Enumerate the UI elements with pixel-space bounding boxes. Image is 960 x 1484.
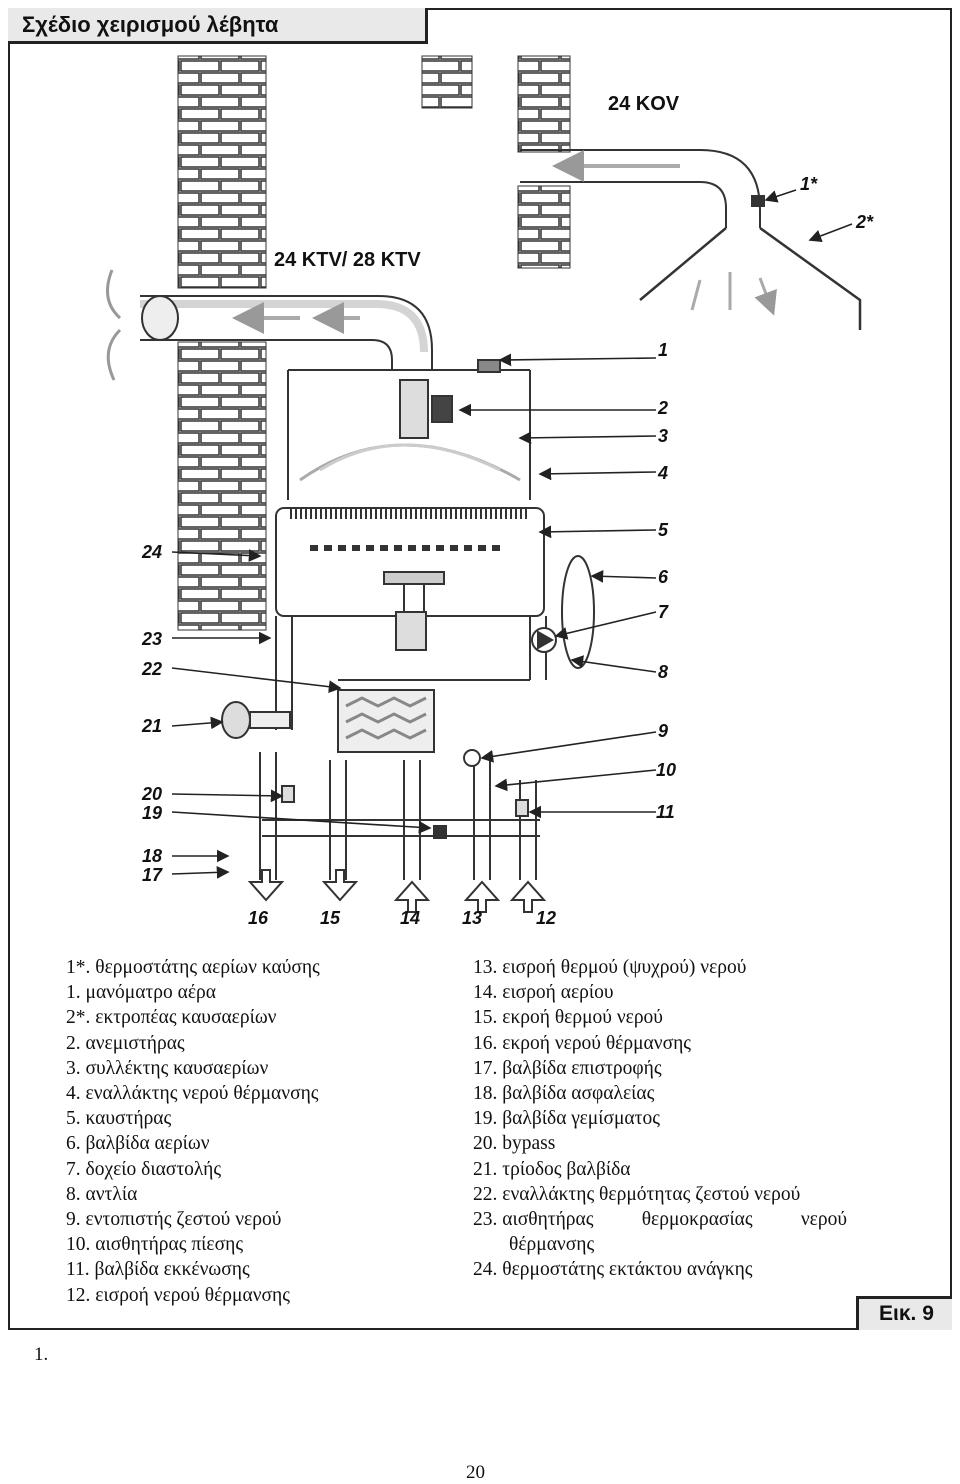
legend-item: 3. συλλέκτης καυσαερίων <box>66 1057 269 1079</box>
legend-item: 19. βαλβίδα γεμίσματος <box>473 1108 660 1130</box>
legend-23-part: 23. αισθητήρας <box>473 1209 594 1231</box>
figure-label-tab: Εικ. 9 <box>856 1296 952 1330</box>
callout-21: 21 <box>141 716 162 736</box>
legend-23-part: νερού <box>800 1209 847 1231</box>
callout-13: 13 <box>462 908 482 928</box>
callout-22: 22 <box>141 659 162 679</box>
legend-item: 2*. εκτροπέας καυσαερίων <box>66 1007 277 1029</box>
legend-item: 11. βαλβίδα εκκένωσης <box>66 1259 250 1281</box>
legend-left: 1*. θερμοστάτης αερίων καύσης 1. μανόματ… <box>66 955 426 1308</box>
legend-item: 20. bypass <box>473 1133 556 1155</box>
legend-item: 16. εκροή νερού θέρμανσης <box>473 1032 692 1054</box>
page-title: Σχέδιο χειρισμού λέβητα <box>22 12 279 37</box>
legend-item: 24. θερμοστάτης εκτάκτου ανάγκης <box>473 1259 753 1281</box>
legend-item: 15. εκροή θερμού νερού <box>473 1007 663 1029</box>
coaxial-flue-ktv <box>106 269 433 381</box>
burner-assembly <box>275 507 545 651</box>
callout-7: 7 <box>658 602 669 622</box>
callout-24: 24 <box>141 542 162 562</box>
legend-item: 2. ανεμιστήρας <box>66 1032 185 1054</box>
callout-2: 2 <box>657 398 668 418</box>
flue-kov <box>520 149 862 330</box>
legend-item: 6. βαλβίδα αερίων <box>66 1133 210 1155</box>
callout-14: 14 <box>400 908 420 928</box>
legend-item: 1*. θερμοστάτης αερίων καύσης <box>66 957 320 978</box>
callout-5: 5 <box>658 520 669 540</box>
leader-lines <box>171 189 853 879</box>
callout-19: 19 <box>142 803 162 823</box>
legend-item: 14. εισροή αερίου <box>473 982 614 1004</box>
legend-item: 1. μανόματρο αέρα <box>66 982 216 1004</box>
callout-9: 9 <box>658 721 668 741</box>
title-tab: Σχέδιο χειρισμού λέβητα <box>8 8 428 44</box>
page-frame <box>8 8 952 1330</box>
callout-2s: 2* <box>855 212 874 232</box>
model-label-kov: 24 KOV <box>608 93 680 115</box>
legend-right: 13. εισροή θερμού (ψυχρού) νερού 14. εισ… <box>473 955 847 1283</box>
callout-3: 3 <box>658 426 668 446</box>
legend-item: 13. εισροή θερμού (ψυχρού) νερού <box>473 957 747 978</box>
callout-16: 16 <box>248 908 269 928</box>
legend-item: 17. βαλβίδα επιστροφής <box>473 1057 662 1079</box>
legend-23-part: θερμοκρασίας <box>641 1209 753 1231</box>
legend-item: 10. αισθητήρας πίεσης <box>66 1234 244 1256</box>
combustion-chamber <box>287 359 531 500</box>
legend-item: 8. αντλία <box>66 1183 138 1205</box>
legend-item: 9. εντοπιστής ζεστού νερού <box>66 1209 282 1231</box>
legend-item: 5. καυστήρας <box>66 1108 172 1130</box>
piping <box>221 555 595 880</box>
callout-17: 17 <box>142 865 163 885</box>
legend-item: 22. εναλλάκτης θερμότητας ζεστού νερού <box>473 1183 801 1205</box>
legend-item: 7. δοχείο διαστολής <box>66 1158 222 1180</box>
callout-12: 12 <box>536 908 556 928</box>
callout-1: 1 <box>658 340 668 360</box>
callout-1s: 1* <box>800 174 818 194</box>
callout-11: 11 <box>656 802 675 822</box>
callout-labels: 1* 2* 1 2 3 4 5 6 7 8 9 10 11 24 23 22 2… <box>141 174 874 928</box>
callout-23: 23 <box>141 629 162 649</box>
legend-item: 12. εισροή νερού θέρμανσης <box>66 1284 290 1306</box>
legend-item: 18. βαλβίδα ασφαλείας <box>473 1083 655 1105</box>
callout-6: 6 <box>658 567 669 587</box>
callout-15: 15 <box>320 908 341 928</box>
brick-walls <box>177 55 571 631</box>
legend-23-continuation: θέρμανσης <box>509 1234 595 1256</box>
legend-item: 21. τρίοδος βαλβίδα <box>473 1158 631 1180</box>
callout-8: 8 <box>658 662 668 682</box>
callout-18: 18 <box>142 846 162 866</box>
legend-item-23: 23. αισθητήρας θερμοκρασίας νερού <box>473 1207 847 1232</box>
connection-arrows <box>247 869 547 913</box>
callout-20: 20 <box>141 784 162 804</box>
footnote-number: 1. <box>34 1344 49 1365</box>
callout-10: 10 <box>656 760 676 780</box>
model-label-ktv: 24 KTV/ 28 KTV <box>274 249 421 271</box>
figure-label: Εικ. 9 <box>879 1302 934 1325</box>
callout-4: 4 <box>657 463 668 483</box>
legend-item: 4. εναλλάκτης νερού θέρμανσης <box>66 1083 319 1105</box>
page-number: 20 <box>466 1462 485 1483</box>
